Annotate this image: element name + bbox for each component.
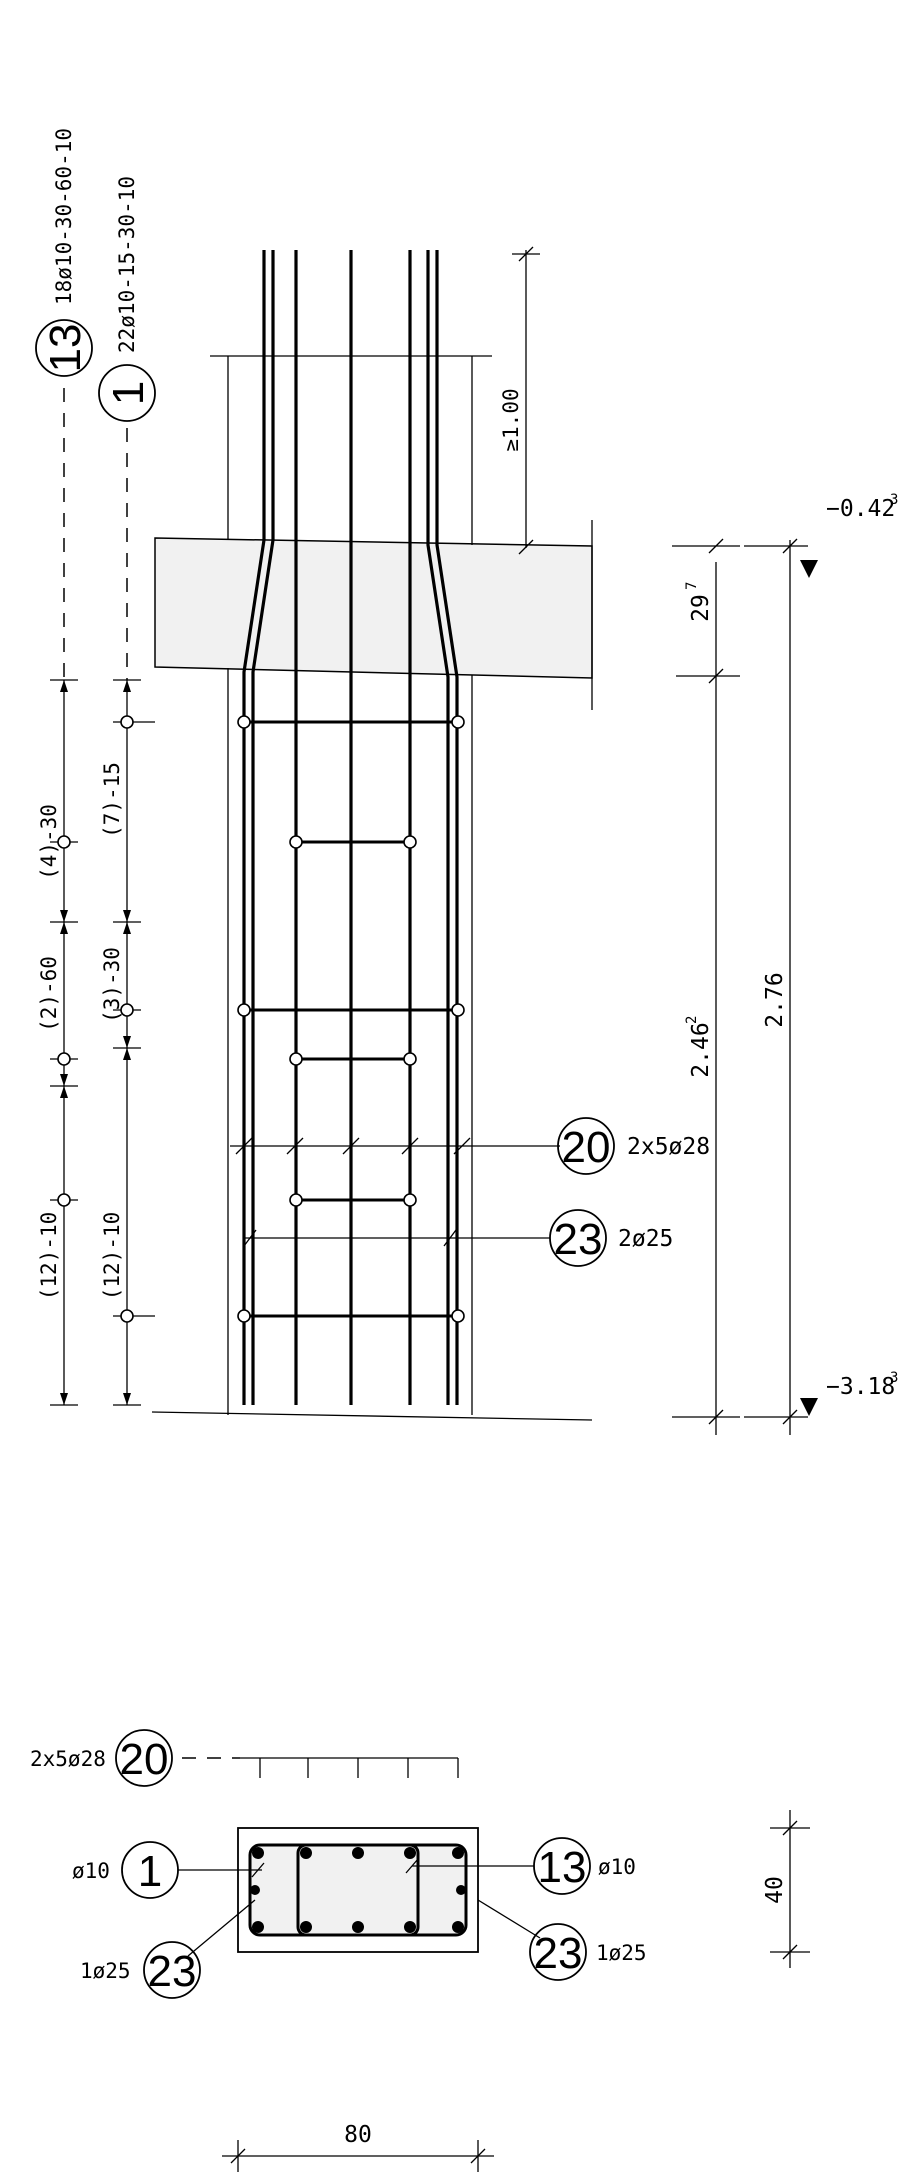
section-bar-20-number: 20 [120, 1735, 169, 1784]
stirrup-hooks [237, 715, 465, 1323]
bar-23-tick [243, 1229, 257, 1247]
column-height: 2.46 [688, 1022, 714, 1077]
bar-13-number: 13 [41, 324, 90, 373]
section-bar-23-left-spec: 1ø25 [80, 1959, 131, 1983]
spacing-left-1: (4)-30 [37, 804, 61, 880]
spacing-right-2: (3)-30 [100, 947, 124, 1023]
spacing-chain-left [50, 679, 78, 1406]
section-bar-1-bubble [121, 1841, 179, 1899]
section-inner-stirrup [296, 1843, 420, 1937]
column-elevation: 20 2x5ø28 23 2ø25 13 18ø10-30-60-10 1 22… [35, 128, 898, 1435]
column-cross-section: 20 2x5ø28 1 ø10 13 ø10 [30, 1729, 810, 2172]
spacing-right-1: (7)-15 [100, 762, 124, 838]
spacing-left-3: (12)-10 [37, 1212, 61, 1301]
level-bottom: −3.18 [826, 1374, 895, 1400]
bar-outer-right-1 [426, 250, 450, 1405]
section-bar-23-right-bubble [529, 1923, 587, 1981]
section-bar-13-tick [405, 1858, 419, 1874]
section-bar-23-left-number: 23 [148, 1947, 197, 1996]
slab-band [154, 537, 593, 679]
section-width: 80 [344, 2122, 372, 2148]
column-height-sup: 2 [684, 1016, 700, 1024]
slab-thickness: 29 [688, 594, 714, 622]
bar-23-tick [443, 1229, 457, 1247]
bar-1-number: 1 [104, 381, 153, 405]
section-depth: 40 [762, 1876, 788, 1904]
level-marker-bottom [800, 1398, 818, 1416]
section-depth-dimension [770, 1810, 810, 1968]
bar-outer-left-2 [251, 250, 275, 1405]
section-bar-1-tick [251, 1862, 265, 1878]
bar-20-number: 20 [562, 1123, 611, 1172]
section-bar-1-number: 1 [138, 1847, 162, 1896]
section-bar-23-right-number: 23 [534, 1929, 583, 1978]
level-marker-top [800, 560, 818, 578]
bar-13-bubble [35, 319, 93, 377]
section-bar-23-right-spec: 1ø25 [596, 1941, 647, 1965]
section-bar-1-spec: ø10 [72, 1859, 110, 1883]
section-bar-23-left-bubble [143, 1941, 201, 1999]
section-bar-23-left-leader [187, 1899, 256, 1957]
level-bottom-sup: 3 [890, 1370, 898, 1386]
bar-13-spec: 18ø10-30-60-10 [52, 128, 76, 305]
spacing-right-3: (12)-10 [100, 1212, 124, 1301]
bar-outer-right-2 [435, 250, 459, 1405]
section-width-dimension [222, 2140, 494, 2172]
section-bars [250, 1847, 466, 1933]
anchorage-length: ≥1.00 [499, 388, 523, 451]
spacing-left-2: (2)-60 [37, 956, 61, 1032]
bar-1-spec: 22ø10-15-30-10 [115, 176, 139, 353]
bar-23-bubble [549, 1209, 607, 1267]
section-bar-20-spec: 2x5ø28 [30, 1747, 106, 1771]
spacing-chain-right [113, 679, 155, 1406]
section-bar-13-spec: ø10 [598, 1855, 636, 1879]
slab-thickness-sup: 7 [684, 582, 700, 590]
anchorage-dimension [512, 246, 540, 555]
section-bar-13-number: 13 [538, 1843, 587, 1892]
section-bar-20-bubble [115, 1729, 173, 1787]
section-bar-20-ticks [259, 1758, 459, 1778]
level-top: −0.42 [826, 496, 895, 522]
bar-20-bubble [557, 1117, 615, 1175]
bar-20-ticks [235, 1137, 471, 1155]
total-height: 2.76 [762, 972, 788, 1027]
bar-1-bubble [98, 364, 156, 422]
level-top-sup: 3 [890, 492, 898, 508]
ground-line [151, 1411, 593, 1421]
bar-23-number: 23 [554, 1215, 603, 1264]
bar-20-spec: 2x5ø28 [627, 1134, 710, 1160]
section-bar-23-right-leader [477, 1899, 541, 1939]
height-dimension-chain [672, 538, 808, 1435]
bar-outer-left-1 [242, 250, 266, 1405]
section-bar-13-bubble [533, 1837, 591, 1895]
bar-23-spec: 2ø25 [618, 1226, 673, 1252]
